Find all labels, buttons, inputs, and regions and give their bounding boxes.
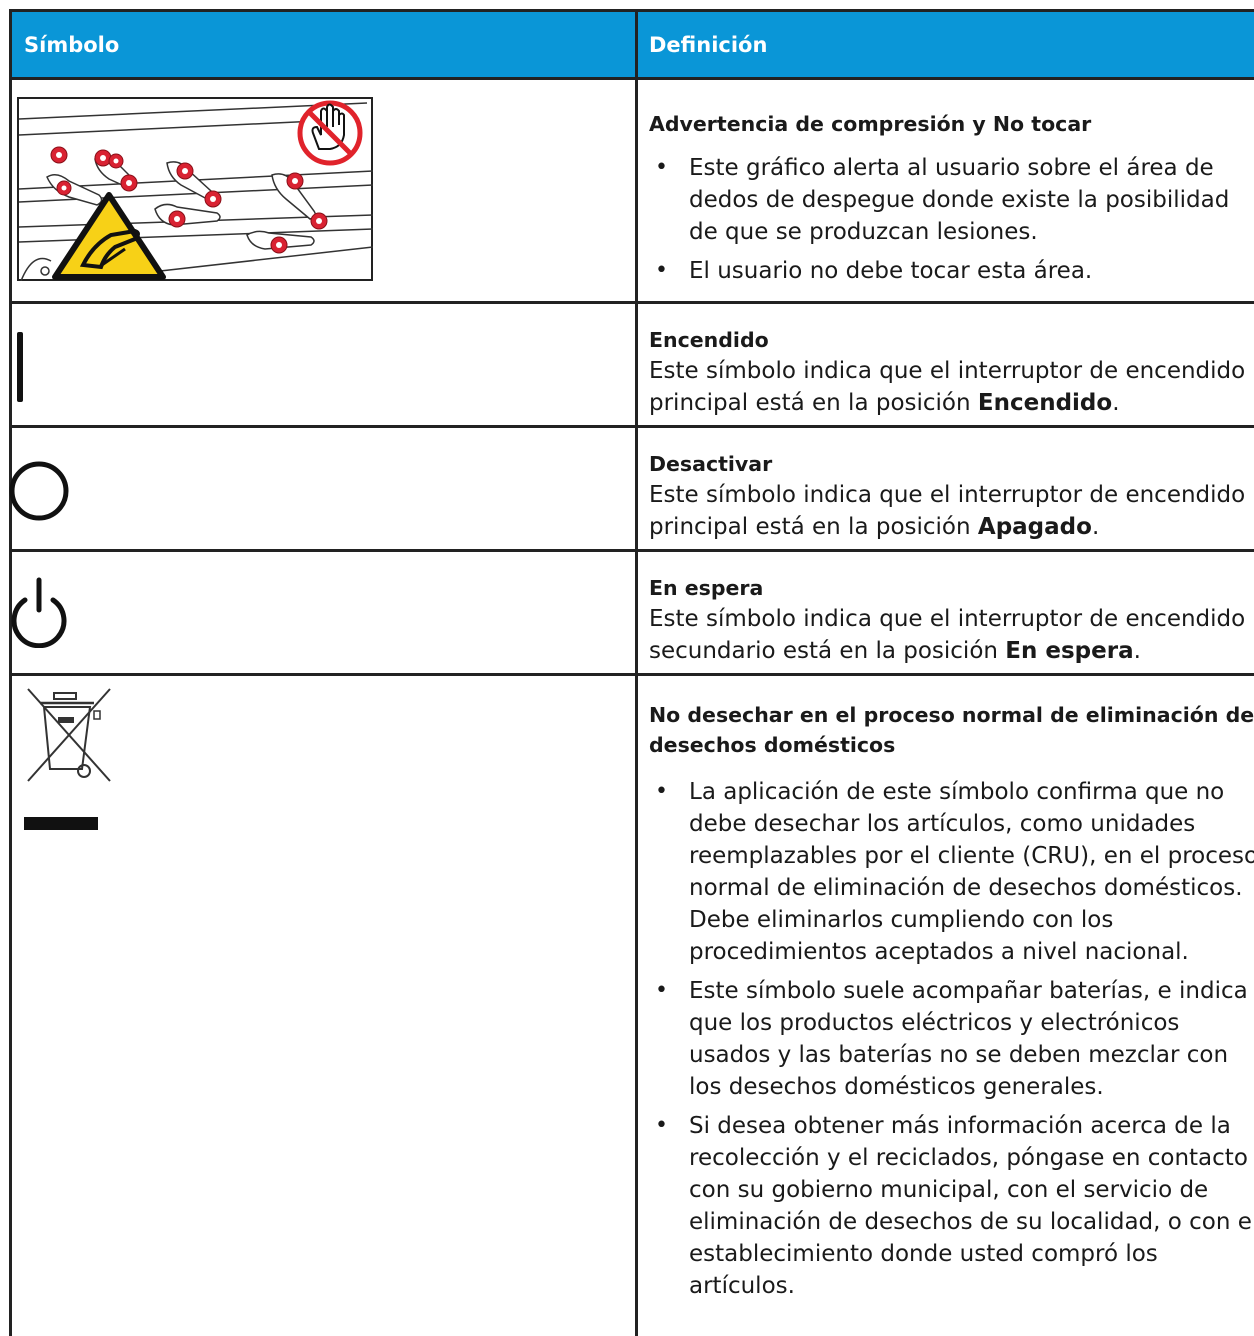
- text-segment: .: [1133, 638, 1141, 664]
- table-row: Advertencia de compresión y No tocar Est…: [12, 80, 1254, 304]
- definition-bullets: La aplicación de este símbolo confirma q…: [649, 776, 1254, 1302]
- symbol-cell: [9, 428, 638, 549]
- table-row: Desactivar Este símbolo indica que el in…: [9, 428, 1254, 552]
- power-off-icon: [8, 460, 70, 522]
- definition-cell: No desechar en el proceso normal de elim…: [638, 676, 1254, 1336]
- header-symbol: Símbolo: [12, 12, 638, 77]
- definition-title: Encendido: [649, 328, 769, 352]
- text-segment: Este símbolo indica que el interruptor d…: [649, 482, 1246, 540]
- definition-title: En espera: [649, 576, 764, 600]
- list-item: La aplicación de este símbolo confirma q…: [649, 776, 1254, 968]
- list-item: El usuario no debe tocar esta área.: [649, 255, 1254, 287]
- symbol-cell: [12, 676, 638, 1336]
- definition-title: No desechar en el proceso normal de elim…: [649, 703, 1254, 757]
- standby-icon: [8, 576, 70, 648]
- definition-cell: Desactivar Este símbolo indica que el in…: [638, 428, 1254, 549]
- list-item: Este símbolo suele acompañar baterías, e…: [649, 975, 1254, 1103]
- table-row: Encendido Este símbolo indica que el int…: [12, 304, 1254, 428]
- definition-cell: Encendido Este símbolo indica que el int…: [638, 304, 1254, 425]
- text-bold-segment: En espera: [1005, 638, 1134, 664]
- pinch-warning-no-touch-icon: [17, 97, 373, 281]
- definition-bullets: Este gráfico alerta al usuario sobre el …: [649, 152, 1254, 287]
- text-segment: .: [1112, 390, 1120, 416]
- definition-text: Este símbolo indica que el interruptor d…: [649, 479, 1254, 543]
- table-header: Símbolo Definición: [12, 12, 1254, 80]
- definition-cell: En espera Este símbolo indica que el int…: [638, 552, 1254, 673]
- text-segment: Este símbolo indica que el interruptor d…: [649, 358, 1246, 416]
- definition-cell: Advertencia de compresión y No tocar Est…: [638, 80, 1254, 301]
- symbols-table: Símbolo Definición: [9, 9, 1254, 1336]
- table-row: En espera Este símbolo indica que el int…: [11, 552, 1254, 676]
- text-segment: Este símbolo indica que el interruptor d…: [649, 606, 1246, 664]
- text-bold-segment: Apagado: [977, 514, 1092, 540]
- crossed-out-bin-icon: [24, 685, 114, 835]
- list-item: Si desea obtener más información acerca …: [649, 1110, 1254, 1302]
- symbol-cell: [12, 304, 638, 425]
- table-row: No desechar en el proceso normal de elim…: [12, 676, 1254, 1336]
- list-item: Este gráfico alerta al usuario sobre el …: [649, 152, 1254, 248]
- text-segment: .: [1091, 514, 1100, 540]
- definition-title: Desactivar: [649, 452, 773, 476]
- definition-title: Advertencia de compresión y No tocar: [649, 112, 1092, 136]
- symbol-cell: [12, 80, 638, 301]
- power-on-icon: [14, 332, 26, 402]
- symbol-cell: [11, 552, 638, 673]
- definition-text: Este símbolo indica que el interruptor d…: [649, 355, 1254, 419]
- definition-text: Este símbolo indica que el interruptor d…: [649, 603, 1254, 667]
- header-definition: Definición: [649, 32, 768, 57]
- text-bold-segment: Encendido: [977, 390, 1113, 416]
